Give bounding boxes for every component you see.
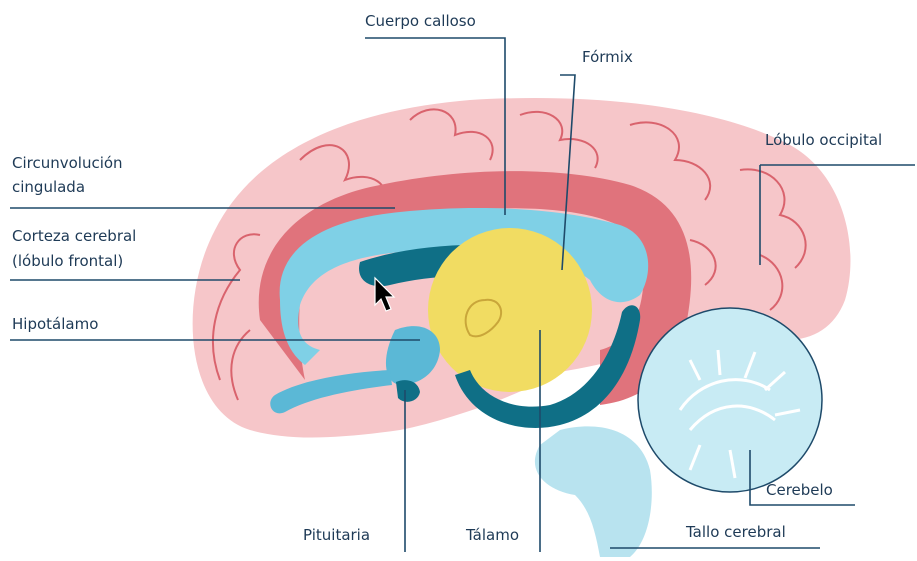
brain-stem <box>535 426 652 557</box>
label-cuerpo-calloso: Cuerpo calloso <box>365 12 476 30</box>
thalamus <box>428 228 592 392</box>
label-corteza-1: Corteza cerebral <box>12 227 136 245</box>
label-talamo: Tálamo <box>465 526 519 544</box>
label-cingulada-2: cingulada <box>12 178 85 196</box>
label-pituitaria: Pituitaria <box>303 526 370 544</box>
label-tallo-cerebral: Tallo cerebral <box>685 523 786 541</box>
label-formix: Fórmix <box>582 48 633 66</box>
label-corteza-2: (lóbulo frontal) <box>12 252 123 270</box>
label-cingulada-1: Circunvolución <box>12 154 123 172</box>
label-occipital: Lóbulo occipital <box>765 131 882 149</box>
label-hipotalamo: Hipotálamo <box>12 315 98 333</box>
cerebellum <box>638 308 822 492</box>
label-cerebelo: Cerebelo <box>766 481 833 499</box>
